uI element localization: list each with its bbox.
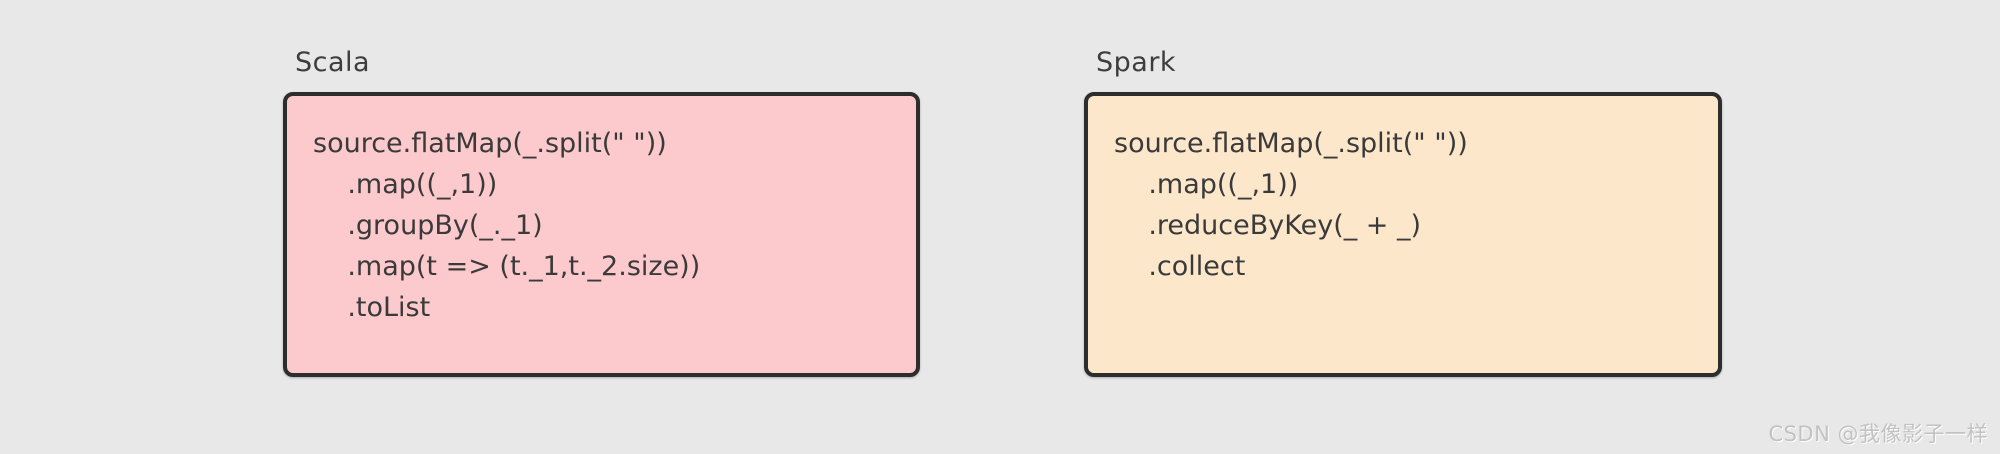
spark-code-box: source.flatMap(_.split(" ")) .map((_,1))… — [1084, 92, 1722, 377]
spark-panel-title: Spark — [1096, 47, 1177, 78]
scala-panel-title: Scala — [295, 47, 371, 78]
code-line: source.flatMap(_.split(" ")) — [1114, 128, 1468, 159]
spark-panel: Spark source.flatMap(_.split(" ")) .map(… — [1084, 46, 1722, 377]
code-line: .reduceByKey(_ + _) — [1114, 210, 1422, 241]
code-line: source.flatMap(_.split(" ")) — [313, 128, 667, 159]
code-line: .collect — [1114, 251, 1246, 282]
watermark: CSDN @我像影子一样 — [1768, 422, 1988, 446]
code-line: .map((_,1)) — [1114, 169, 1299, 200]
code-line: .map((_,1)) — [313, 169, 498, 200]
scala-code-box: source.flatMap(_.split(" ")) .map((_,1))… — [283, 92, 920, 377]
code-line: .groupBy(_._1) — [313, 210, 543, 241]
code-line: .map(t => (t._1,t._2.size)) — [313, 251, 701, 282]
code-line: .toList — [313, 292, 431, 323]
scala-panel: Scala source.flatMap(_.split(" ")) .map(… — [283, 46, 920, 377]
